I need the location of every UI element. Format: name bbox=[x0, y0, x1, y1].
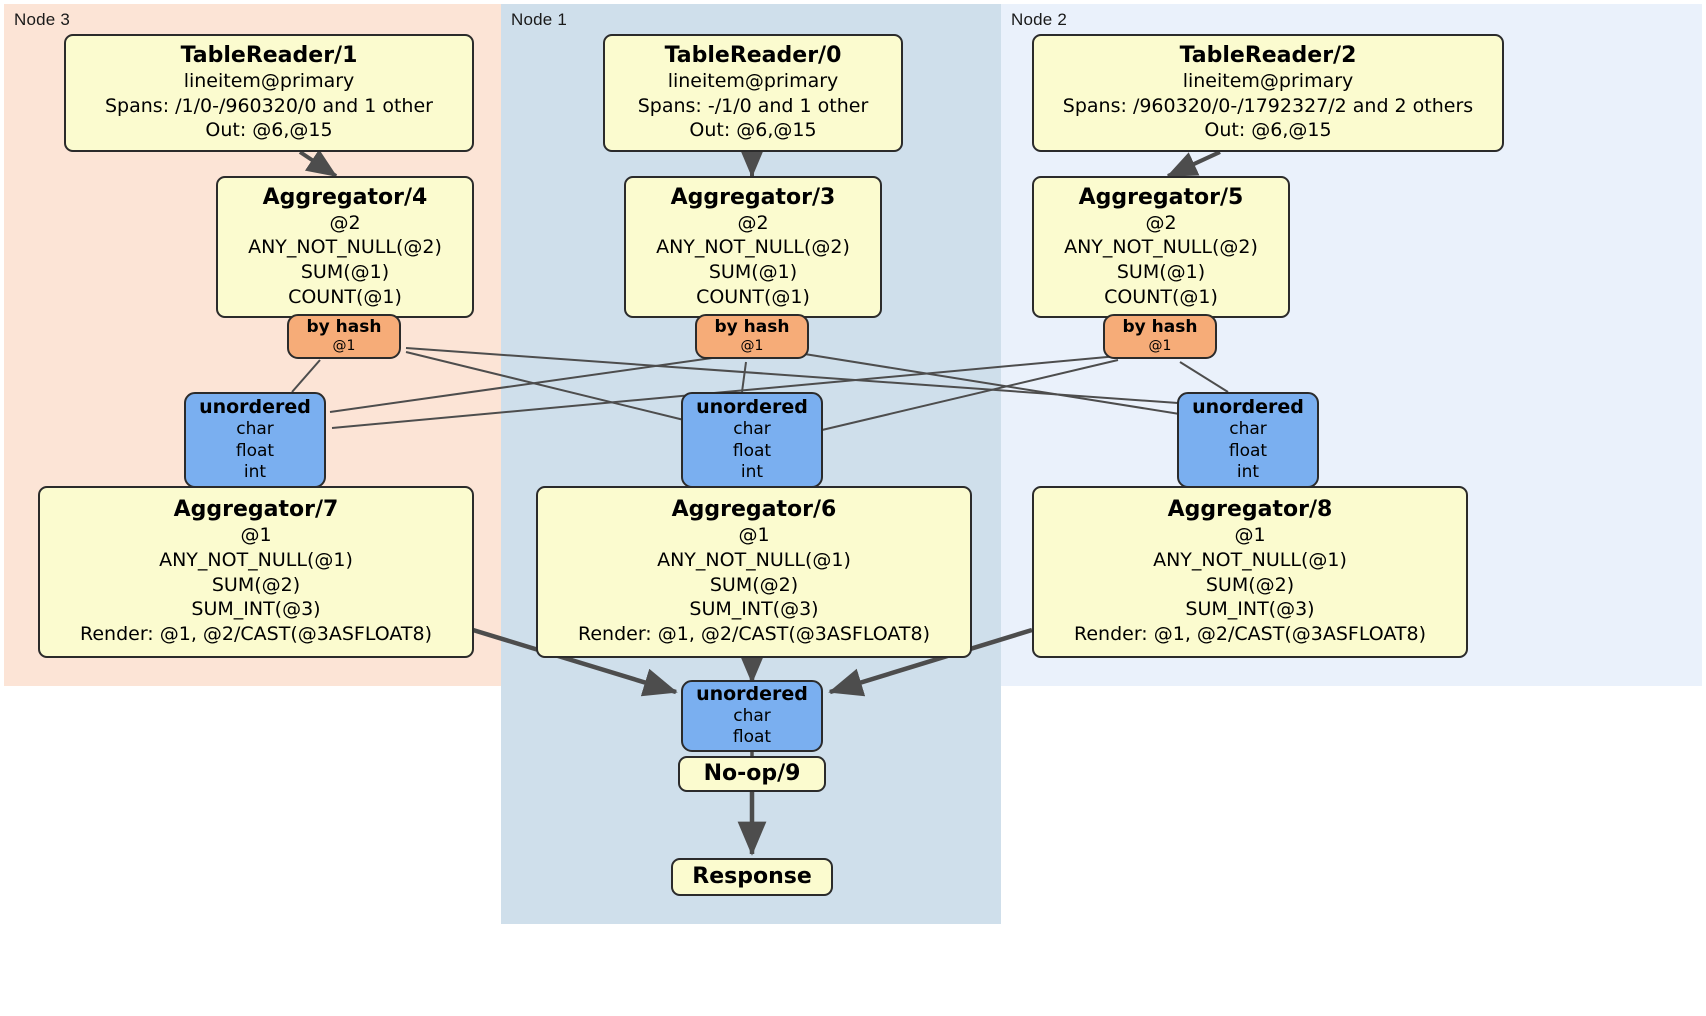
aggregator-3-agg-3: COUNT(@1) bbox=[696, 285, 810, 308]
final-unordered-sync-title: unordered bbox=[696, 682, 808, 705]
aggregator-6-agg-1: ANY_NOT_NULL(@1) bbox=[657, 548, 851, 571]
table-reader-1-table: lineitem@primary bbox=[183, 69, 355, 92]
aggregator-6-agg-3: SUM_INT(@3) bbox=[689, 598, 819, 621]
table-reader-2-title: TableReader/2 bbox=[1179, 42, 1357, 68]
table-reader-1-title: TableReader/1 bbox=[180, 42, 358, 68]
aggregator-8[interactable]: Aggregator/8 @1 ANY_NOT_NULL(@1) SUM(@2)… bbox=[1032, 486, 1468, 658]
hash-router-node2[interactable]: by hash @1 bbox=[1103, 314, 1217, 359]
table-reader-2[interactable]: TableReader/2 lineitem@primary Spans: /9… bbox=[1032, 34, 1504, 152]
aggregator-4-agg-2: SUM(@1) bbox=[300, 260, 390, 283]
node-panel-label-node3: Node 3 bbox=[14, 10, 71, 29]
unordered-sync-node2-type-2: float bbox=[1228, 440, 1268, 461]
aggregator-5-group: @2 bbox=[1145, 211, 1177, 234]
aggregator-7-group: @1 bbox=[240, 524, 272, 547]
unordered-sync-node2-type-1: char bbox=[1229, 418, 1267, 439]
aggregator-7-render: Render: @1, @2/CAST(@3ASFLOAT8) bbox=[80, 623, 432, 645]
aggregator-6-render: Render: @1, @2/CAST(@3ASFLOAT8) bbox=[578, 623, 930, 645]
hash-router-node1[interactable]: by hash @1 bbox=[695, 314, 809, 359]
aggregator-8-agg-3: SUM_INT(@3) bbox=[1185, 598, 1315, 621]
unordered-sync-node3-type-3: int bbox=[243, 462, 267, 483]
final-unordered-sync[interactable]: unordered char float bbox=[681, 680, 823, 752]
unordered-sync-node1[interactable]: unordered char float int bbox=[681, 392, 823, 488]
aggregator-5-title: Aggregator/5 bbox=[1078, 184, 1244, 210]
unordered-sync-node3-type-2: float bbox=[235, 440, 275, 461]
unordered-sync-node3-type-1: char bbox=[236, 418, 274, 439]
table-reader-2-table: lineitem@primary bbox=[1182, 69, 1354, 92]
node-panel-label-node2: Node 2 bbox=[1011, 10, 1068, 29]
table-reader-1-out: Out: @6,@15 bbox=[205, 119, 333, 142]
table-reader-0-spans: Spans: -/1/0 and 1 other bbox=[637, 94, 869, 117]
aggregator-4-title: Aggregator/4 bbox=[262, 184, 428, 210]
hash-router-node3-title: by hash bbox=[306, 317, 382, 338]
aggregator-4-agg-1: ANY_NOT_NULL(@2) bbox=[248, 236, 442, 259]
unordered-sync-node2[interactable]: unordered char float int bbox=[1177, 392, 1319, 488]
aggregator-6-agg-2: SUM(@2) bbox=[709, 573, 799, 596]
aggregator-5[interactable]: Aggregator/5 @2 ANY_NOT_NULL(@2) SUM(@1)… bbox=[1032, 176, 1290, 318]
final-unordered-sync-type-1: char bbox=[733, 705, 771, 726]
no-op-9[interactable]: No-op/9 bbox=[678, 756, 826, 792]
aggregator-8-group: @1 bbox=[1234, 524, 1266, 547]
aggregator-6-group: @1 bbox=[738, 524, 770, 547]
node-panel-label-node1: Node 1 bbox=[511, 10, 568, 29]
table-reader-1-spans: Spans: /1/0-/960320/0 and 1 other bbox=[105, 94, 433, 117]
unordered-sync-node2-title: unordered bbox=[1192, 395, 1304, 418]
hash-router-node1-title: by hash bbox=[714, 317, 790, 338]
aggregator-4[interactable]: Aggregator/4 @2 ANY_NOT_NULL(@2) SUM(@1)… bbox=[216, 176, 474, 318]
aggregator-3-agg-2: SUM(@1) bbox=[708, 260, 798, 283]
aggregator-7[interactable]: Aggregator/7 @1 ANY_NOT_NULL(@1) SUM(@2)… bbox=[38, 486, 474, 658]
aggregator-3-group: @2 bbox=[737, 211, 769, 234]
unordered-sync-node3-title: unordered bbox=[199, 395, 311, 418]
response-node[interactable]: Response bbox=[671, 858, 833, 896]
aggregator-4-group: @2 bbox=[329, 211, 361, 234]
aggregator-7-agg-3: SUM_INT(@3) bbox=[191, 598, 321, 621]
no-op-9-title: No-op/9 bbox=[703, 761, 801, 787]
unordered-sync-node2-type-3: int bbox=[1236, 462, 1260, 483]
hash-router-node1-column: @1 bbox=[740, 337, 764, 354]
table-reader-2-out: Out: @6,@15 bbox=[1204, 119, 1332, 142]
response-node-title: Response bbox=[692, 864, 812, 890]
table-reader-0-title: TableReader/0 bbox=[664, 42, 842, 68]
table-reader-1[interactable]: TableReader/1 lineitem@primary Spans: /1… bbox=[64, 34, 474, 152]
hash-router-node2-column: @1 bbox=[1148, 337, 1172, 354]
unordered-sync-node3[interactable]: unordered char float int bbox=[184, 392, 326, 488]
aggregator-3[interactable]: Aggregator/3 @2 ANY_NOT_NULL(@2) SUM(@1)… bbox=[624, 176, 882, 318]
unordered-sync-node1-type-1: char bbox=[733, 418, 771, 439]
unordered-sync-node1-title: unordered bbox=[696, 395, 808, 418]
aggregator-6-title: Aggregator/6 bbox=[671, 497, 837, 523]
final-unordered-sync-type-2: float bbox=[732, 727, 772, 748]
aggregator-4-agg-3: COUNT(@1) bbox=[288, 285, 402, 308]
hash-router-node3-column: @1 bbox=[332, 337, 356, 354]
aggregator-7-title: Aggregator/7 bbox=[173, 497, 339, 523]
unordered-sync-node1-type-3: int bbox=[740, 462, 764, 483]
aggregator-6[interactable]: Aggregator/6 @1 ANY_NOT_NULL(@1) SUM(@2)… bbox=[536, 486, 972, 658]
table-reader-2-spans: Spans: /960320/0-/1792327/2 and 2 others bbox=[1062, 94, 1474, 117]
table-reader-0[interactable]: TableReader/0 lineitem@primary Spans: -/… bbox=[603, 34, 903, 152]
aggregator-8-title: Aggregator/8 bbox=[1167, 497, 1333, 523]
hash-router-node3[interactable]: by hash @1 bbox=[287, 314, 401, 359]
aggregator-3-title: Aggregator/3 bbox=[670, 184, 836, 210]
table-reader-0-table: lineitem@primary bbox=[667, 69, 839, 92]
aggregator-3-agg-1: ANY_NOT_NULL(@2) bbox=[656, 236, 850, 259]
aggregator-8-agg-1: ANY_NOT_NULL(@1) bbox=[1153, 548, 1347, 571]
aggregator-7-agg-2: SUM(@2) bbox=[211, 573, 301, 596]
aggregator-5-agg-2: SUM(@1) bbox=[1116, 260, 1206, 283]
aggregator-7-agg-1: ANY_NOT_NULL(@1) bbox=[159, 548, 353, 571]
aggregator-8-render: Render: @1, @2/CAST(@3ASFLOAT8) bbox=[1074, 623, 1426, 645]
aggregator-8-agg-2: SUM(@2) bbox=[1205, 573, 1295, 596]
aggregator-5-agg-3: COUNT(@1) bbox=[1104, 285, 1218, 308]
unordered-sync-node1-type-2: float bbox=[732, 440, 772, 461]
aggregator-5-agg-1: ANY_NOT_NULL(@2) bbox=[1064, 236, 1258, 259]
hash-router-node2-title: by hash bbox=[1122, 317, 1198, 338]
table-reader-0-out: Out: @6,@15 bbox=[689, 119, 817, 142]
